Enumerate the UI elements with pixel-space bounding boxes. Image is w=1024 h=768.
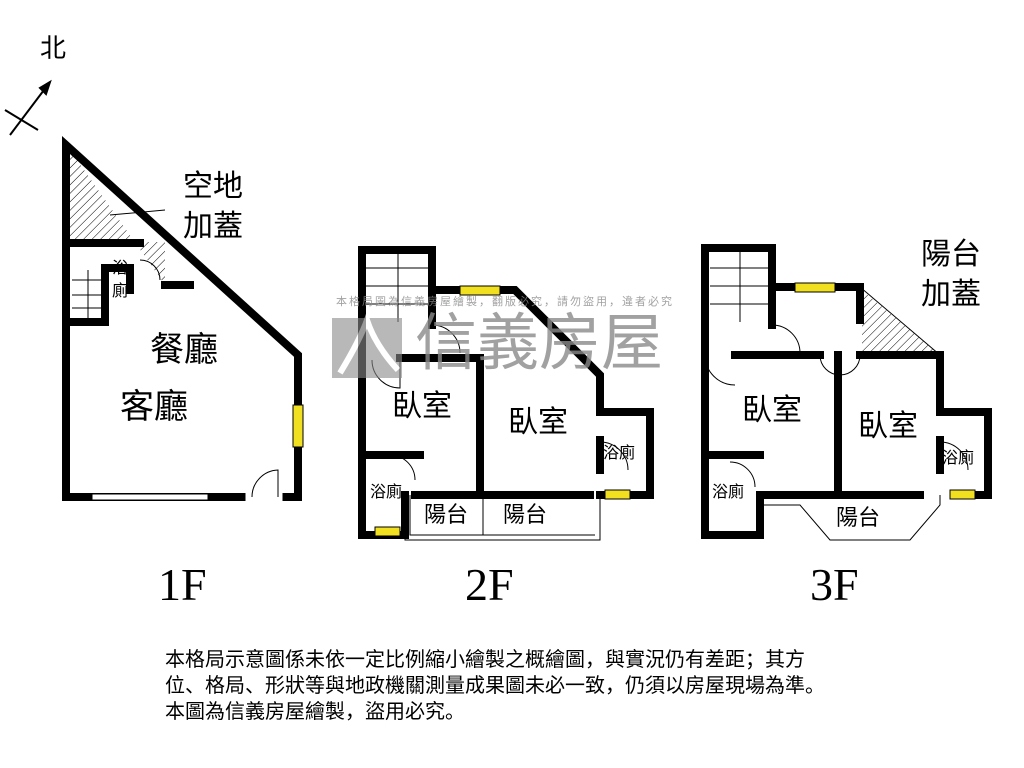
- room-label: 陽台: [836, 506, 881, 531]
- room-label: 陽台: [921, 237, 981, 272]
- room-label: 臥室: [508, 405, 568, 440]
- window-2f-top: [459, 285, 501, 296]
- room-label: 加蓋: [183, 209, 243, 244]
- room-label: 浴廁: [370, 482, 403, 501]
- watermark-brand: 信義房屋: [415, 306, 664, 379]
- floor-1f-plan: [62, 135, 302, 502]
- room-label: 陽台: [424, 503, 469, 528]
- room-label: 陽台: [503, 503, 548, 528]
- window-1f: [292, 404, 304, 448]
- room-label: 餐廳: [150, 330, 218, 370]
- floor-label-2f: 2F: [465, 559, 514, 610]
- north-arrow-icon: [4, 79, 52, 136]
- room-label: 廁: [112, 281, 129, 300]
- disclaimer-line: 本圖為信義房屋繪製，盜用必究。: [165, 699, 465, 723]
- watermark-logo: [332, 310, 402, 378]
- floor-label-3f: 3F: [810, 559, 859, 610]
- room-label: 浴廁: [942, 448, 975, 467]
- disclaimer-line: 本格局示意圖係未依一定比例縮小繪製之概繪圖，與實況仍有差距；其方: [165, 647, 805, 671]
- room-label: 加蓋: [921, 277, 981, 312]
- room-label: 臥室: [858, 409, 918, 444]
- room-label: 客廳: [120, 387, 188, 427]
- window-3f-top: [794, 282, 836, 293]
- disclaimer-line: 位、格局、形狀等與地政機關測量成果圖未必一致，仍須以房屋現場為準。: [165, 673, 825, 697]
- room-label: 浴: [112, 258, 129, 277]
- watermark-subtext: 本格局圖為信義房屋繪製，翻版必究，請勿盜用，違者必究: [336, 295, 674, 308]
- room-label: 臥室: [392, 389, 452, 424]
- room-label: 空地: [183, 169, 243, 204]
- floor-label-1f: 1F: [158, 559, 207, 610]
- room-label: 臥室: [742, 393, 802, 428]
- window-2f-left: [374, 526, 401, 537]
- room-label: 浴廁: [712, 482, 745, 501]
- north-label: 北: [40, 34, 67, 64]
- window-3f-bath: [949, 489, 976, 500]
- disclaimer: 本格局示意圖係未依一定比例縮小繪製之概繪圖，與實況仍有差距；其方 位、格局、形狀…: [165, 646, 825, 724]
- window-2f-bath: [604, 489, 631, 500]
- room-label: 浴廁: [603, 443, 636, 462]
